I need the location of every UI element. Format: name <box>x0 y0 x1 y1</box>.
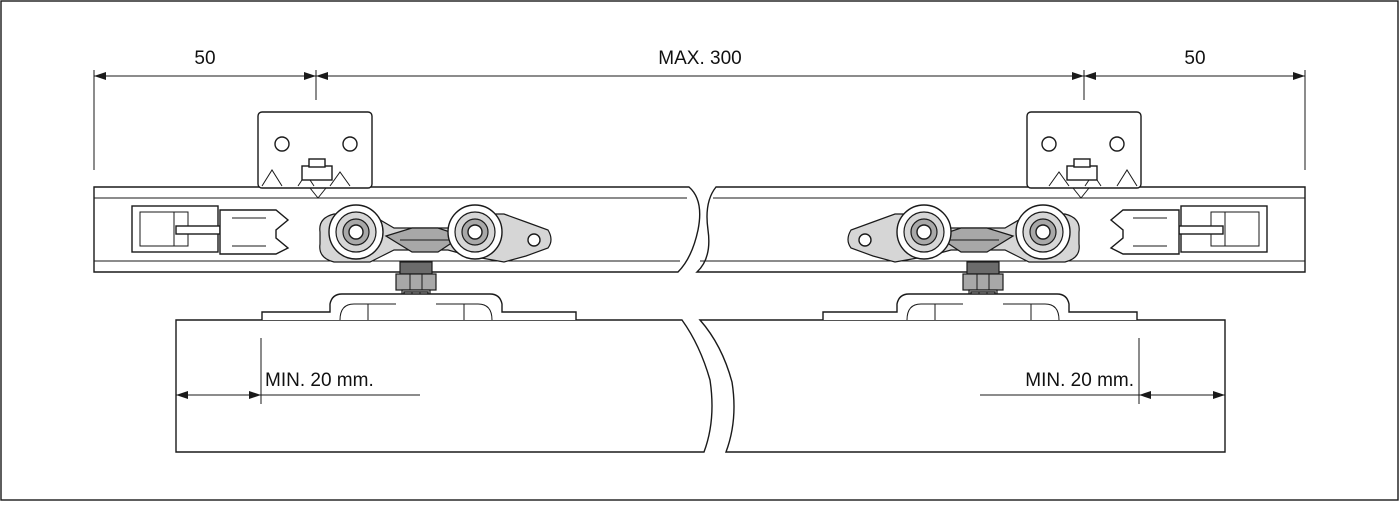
door-panel-right <box>698 319 1226 453</box>
label-max-spacing: MAX. 300 <box>658 48 741 69</box>
door-panel-left <box>175 319 713 453</box>
hanger-assembly-left <box>131 111 577 321</box>
label-min-left: MIN. 20 mm. <box>265 370 374 391</box>
label-right-offset: 50 <box>1184 48 1205 69</box>
label-min-right: MIN. 20 mm. <box>1025 370 1134 391</box>
hanger-assembly-right <box>822 111 1268 321</box>
label-left-offset: 50 <box>194 48 215 69</box>
